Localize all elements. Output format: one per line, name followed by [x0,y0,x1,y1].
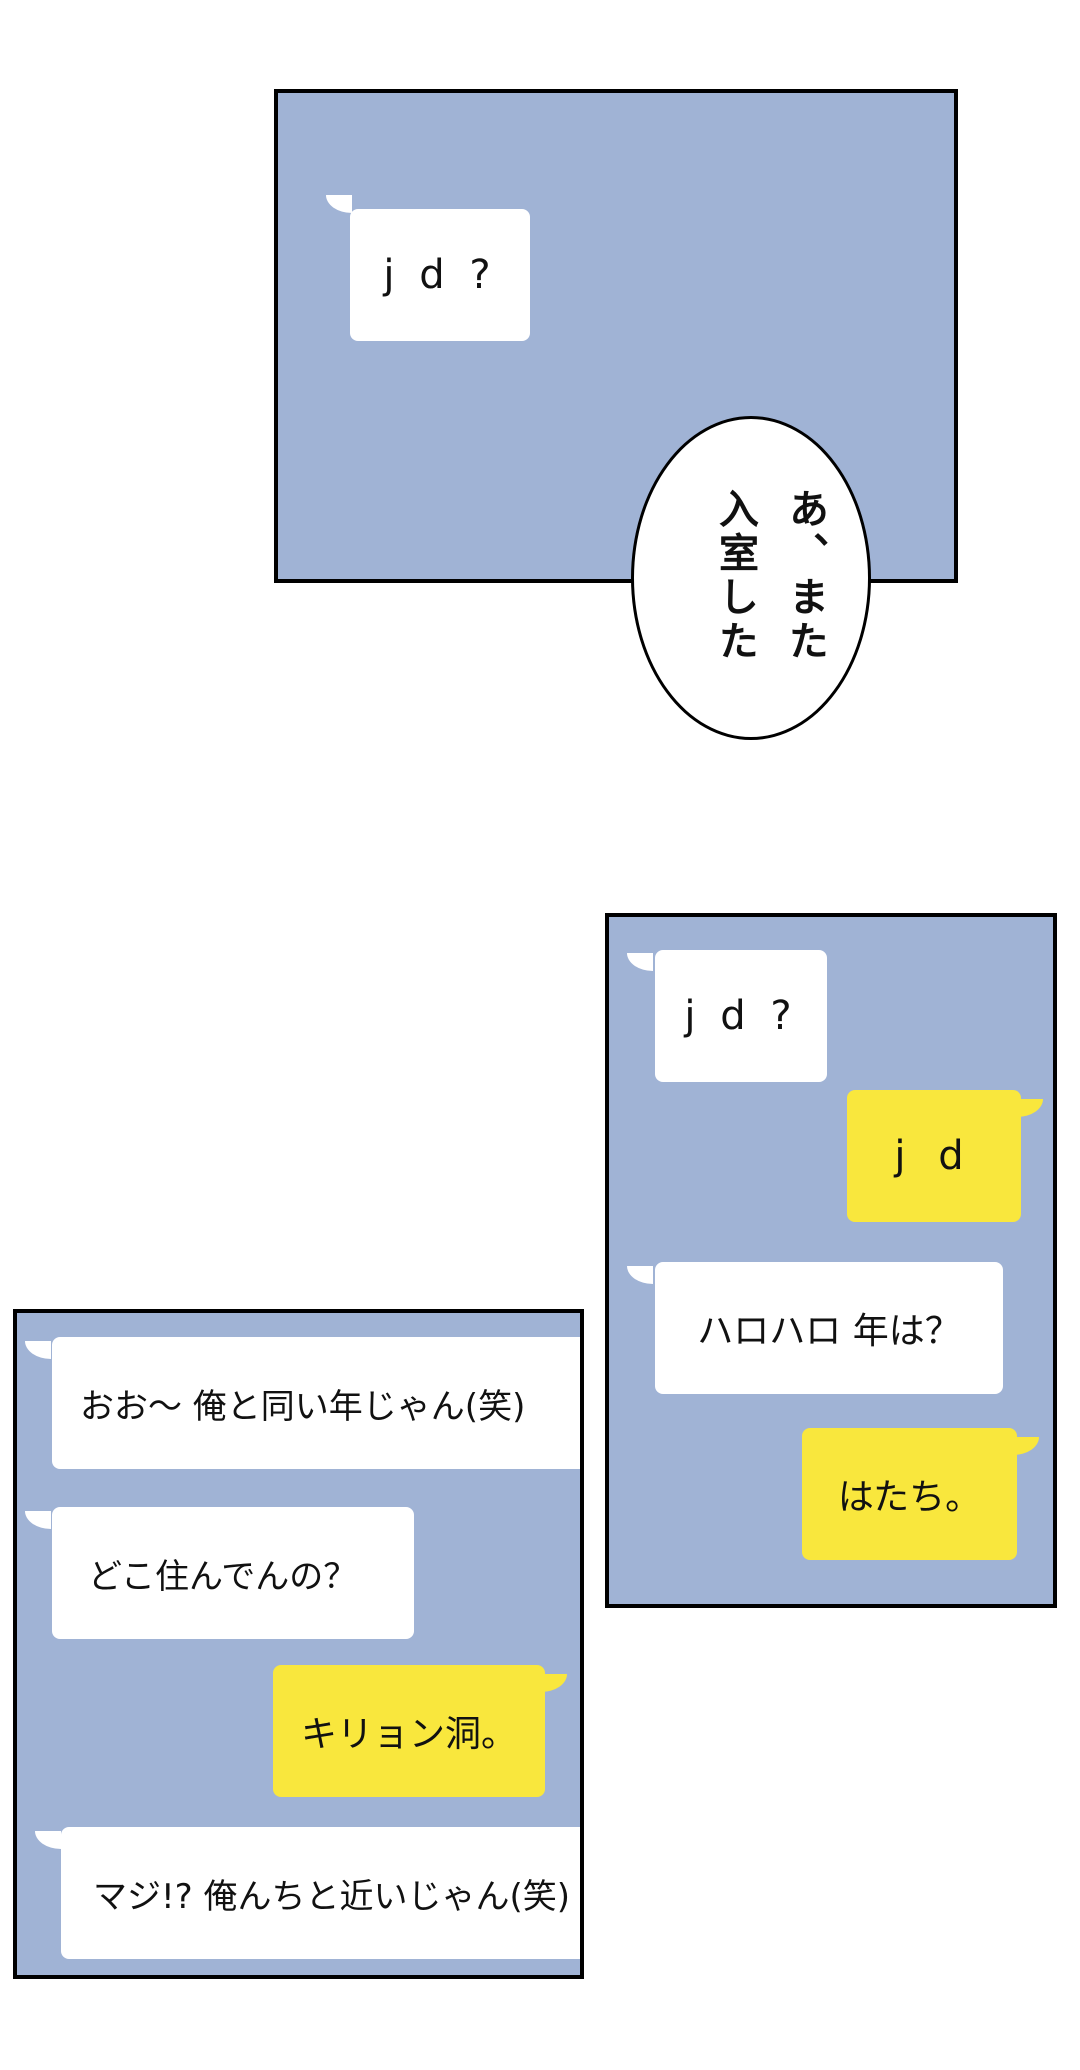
message-text: j d ? [684,993,798,1039]
message-text: j d [894,1133,974,1179]
received-message-bubble: おお〜 俺と同い年じゃん(笑) [52,1337,580,1469]
received-message-bubble: どこ住んでんの？ [52,1507,414,1639]
message-text: はたち。 [837,1477,982,1518]
received-message-bubble: j d ? [350,209,530,341]
message-text: キリョン洞。 [300,1714,517,1755]
bubble-tail [35,1831,61,1849]
received-message-bubble: マジ!? 俺んちと近いじゃん(笑) [61,1827,580,1959]
speech-balloon-text: あ、また入室した [712,488,828,664]
chat-panel-1: j d ? [274,89,958,583]
bubble-tail [627,953,653,971]
bubble-tail [627,1266,653,1284]
bubble-tail [326,195,352,213]
bubble-tail [1017,1099,1043,1117]
received-message-bubble: ハロハロ 年は？ [655,1262,1003,1394]
sent-message-bubble: j d [847,1090,1021,1222]
bubble-tail [541,1674,567,1692]
message-text: マジ!? 俺んちと近いじゃん(笑) [93,1876,571,1917]
message-text: どこ住んでんの？ [88,1556,358,1597]
bubble-tail [25,1511,51,1529]
message-text: ハロハロ 年は？ [697,1311,961,1352]
bubble-tail [1013,1437,1039,1455]
chat-panel-3: おお〜 俺と同い年じゃん(笑) どこ住んでんの？ キリョン洞。 マジ!? 俺んち… [13,1309,584,1979]
speech-balloon [631,416,871,740]
message-text: j d ? [383,252,497,298]
sent-message-bubble: キリョン洞。 [273,1665,545,1797]
bubble-tail [25,1341,51,1359]
message-text: おお〜 俺と同い年じゃん(笑) [80,1386,526,1427]
received-message-bubble: j d ? [655,950,827,1082]
chat-panel-2: j d ? j d ハロハロ 年は？ はたち。 [605,913,1057,1608]
sent-message-bubble: はたち。 [802,1428,1017,1560]
